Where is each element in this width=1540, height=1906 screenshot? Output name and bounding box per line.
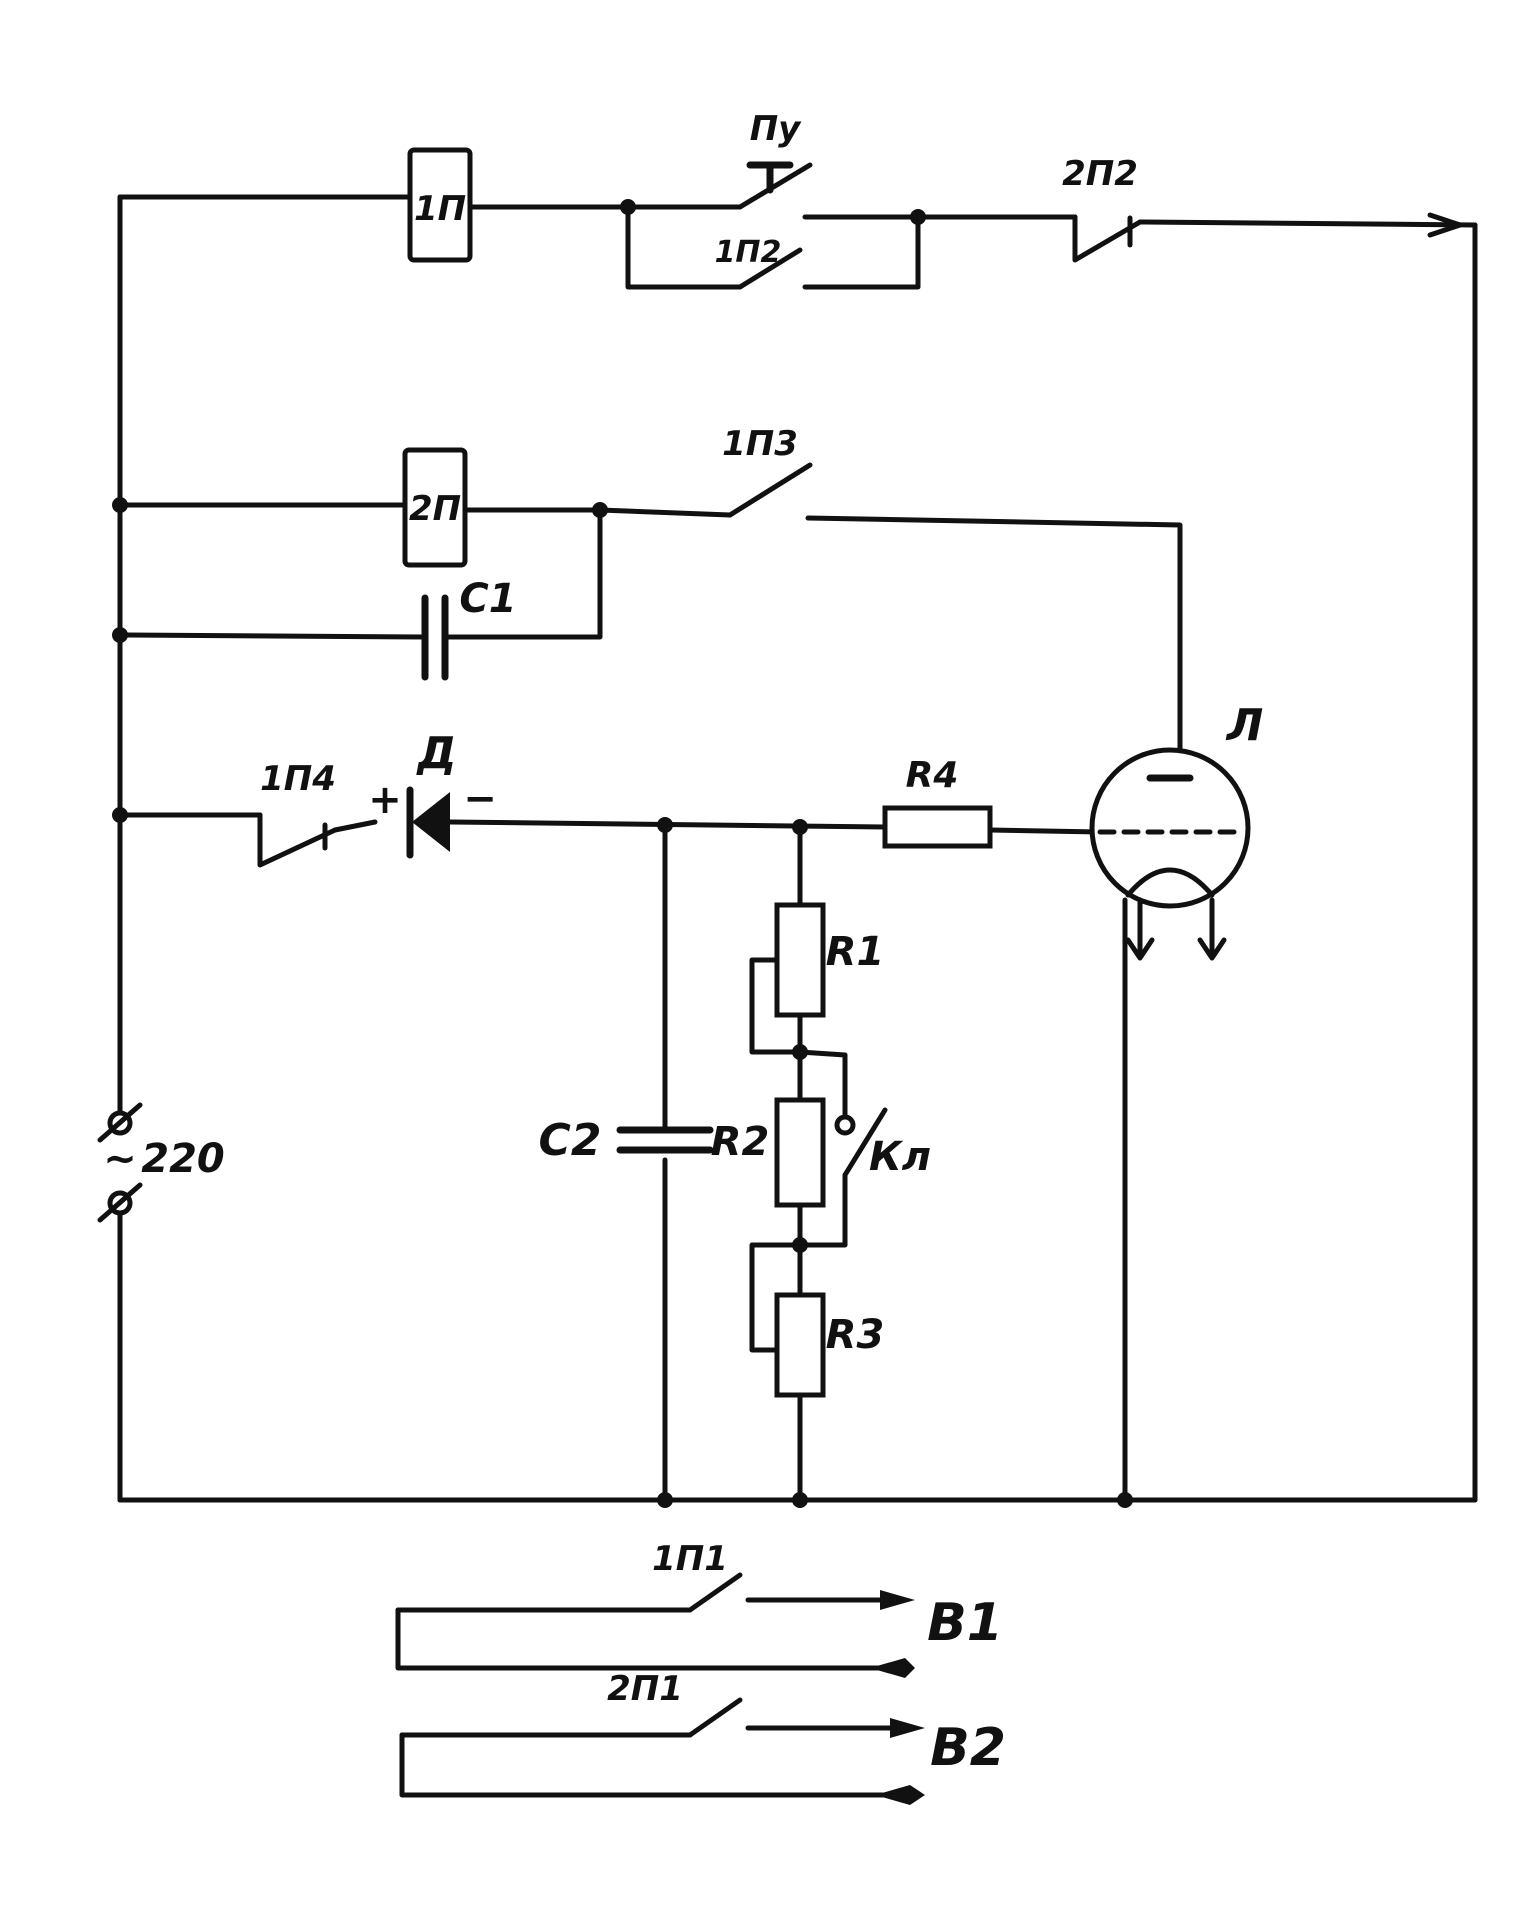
capacitor-c1: C1	[421, 576, 517, 681]
junction-dots	[112, 199, 1133, 1508]
res-r4-label: R4	[906, 755, 959, 796]
wires	[117, 194, 1478, 1798]
output-b2-circuit: 2П1 В2	[607, 1669, 1006, 1805]
contact-1p1-label: 1П1	[652, 1539, 728, 1579]
vacuum-tube-l: Л	[1089, 700, 1264, 961]
contact-1p3-label: 1П3	[722, 424, 798, 464]
resistor-r4: R4	[882, 755, 993, 849]
relay-coil-1p: 1П	[407, 147, 473, 263]
key-kl: Кл	[834, 1107, 931, 1180]
diode-d-label: Д	[415, 728, 456, 779]
diode-d: Д + −	[368, 728, 497, 859]
resistor-r2: R2	[711, 1097, 826, 1208]
arrow-right-rail-icon	[1427, 212, 1463, 238]
tube-l-label: Л	[1225, 700, 1264, 751]
res-r1-label: R1	[826, 929, 885, 975]
cap-c1-label: C1	[459, 576, 516, 622]
relay-coil-2p: 2П	[402, 447, 468, 568]
res-r3-label: R3	[826, 1312, 885, 1358]
res-r2-label: R2	[711, 1119, 770, 1165]
supply-220-label: 220	[141, 1136, 225, 1182]
key-kl-label: Кл	[869, 1134, 931, 1180]
contact-1p4: 1П4	[257, 759, 338, 868]
supply-terminals: ~ 220	[97, 1102, 225, 1223]
relay-1p-label: 1П	[414, 189, 466, 229]
push-button-pu: Пу	[737, 109, 813, 210]
contact-2p2-label: 2П2	[1062, 154, 1138, 194]
output-b2-label: В2	[930, 1718, 1006, 1778]
output-b1-circuit: 1П1 В1	[652, 1539, 1003, 1678]
contact-1p4-label: 1П4	[260, 759, 336, 799]
diode-plus-label: +	[368, 777, 402, 823]
contact-2p2: 2П2	[1062, 154, 1143, 263]
contact-1p2: 1П2	[715, 235, 803, 290]
output-b1-label: В1	[927, 1593, 1003, 1653]
contact-1p2-label: 1П2	[715, 235, 782, 270]
supply-tilde-label: ~	[103, 1136, 137, 1182]
resistor-r3: R3	[774, 1292, 885, 1398]
contact-2p1-label: 2П1	[607, 1669, 683, 1709]
relay-2p-label: 2П	[409, 489, 461, 529]
diode-minus-label: −	[463, 776, 497, 822]
contact-1p3: 1П3	[722, 424, 813, 518]
capacitor-c2: C2	[539, 1115, 714, 1166]
resistor-r1: R1	[774, 902, 885, 1018]
cap-c2-label: C2	[539, 1115, 602, 1166]
button-pu-label: Пу	[750, 109, 802, 149]
